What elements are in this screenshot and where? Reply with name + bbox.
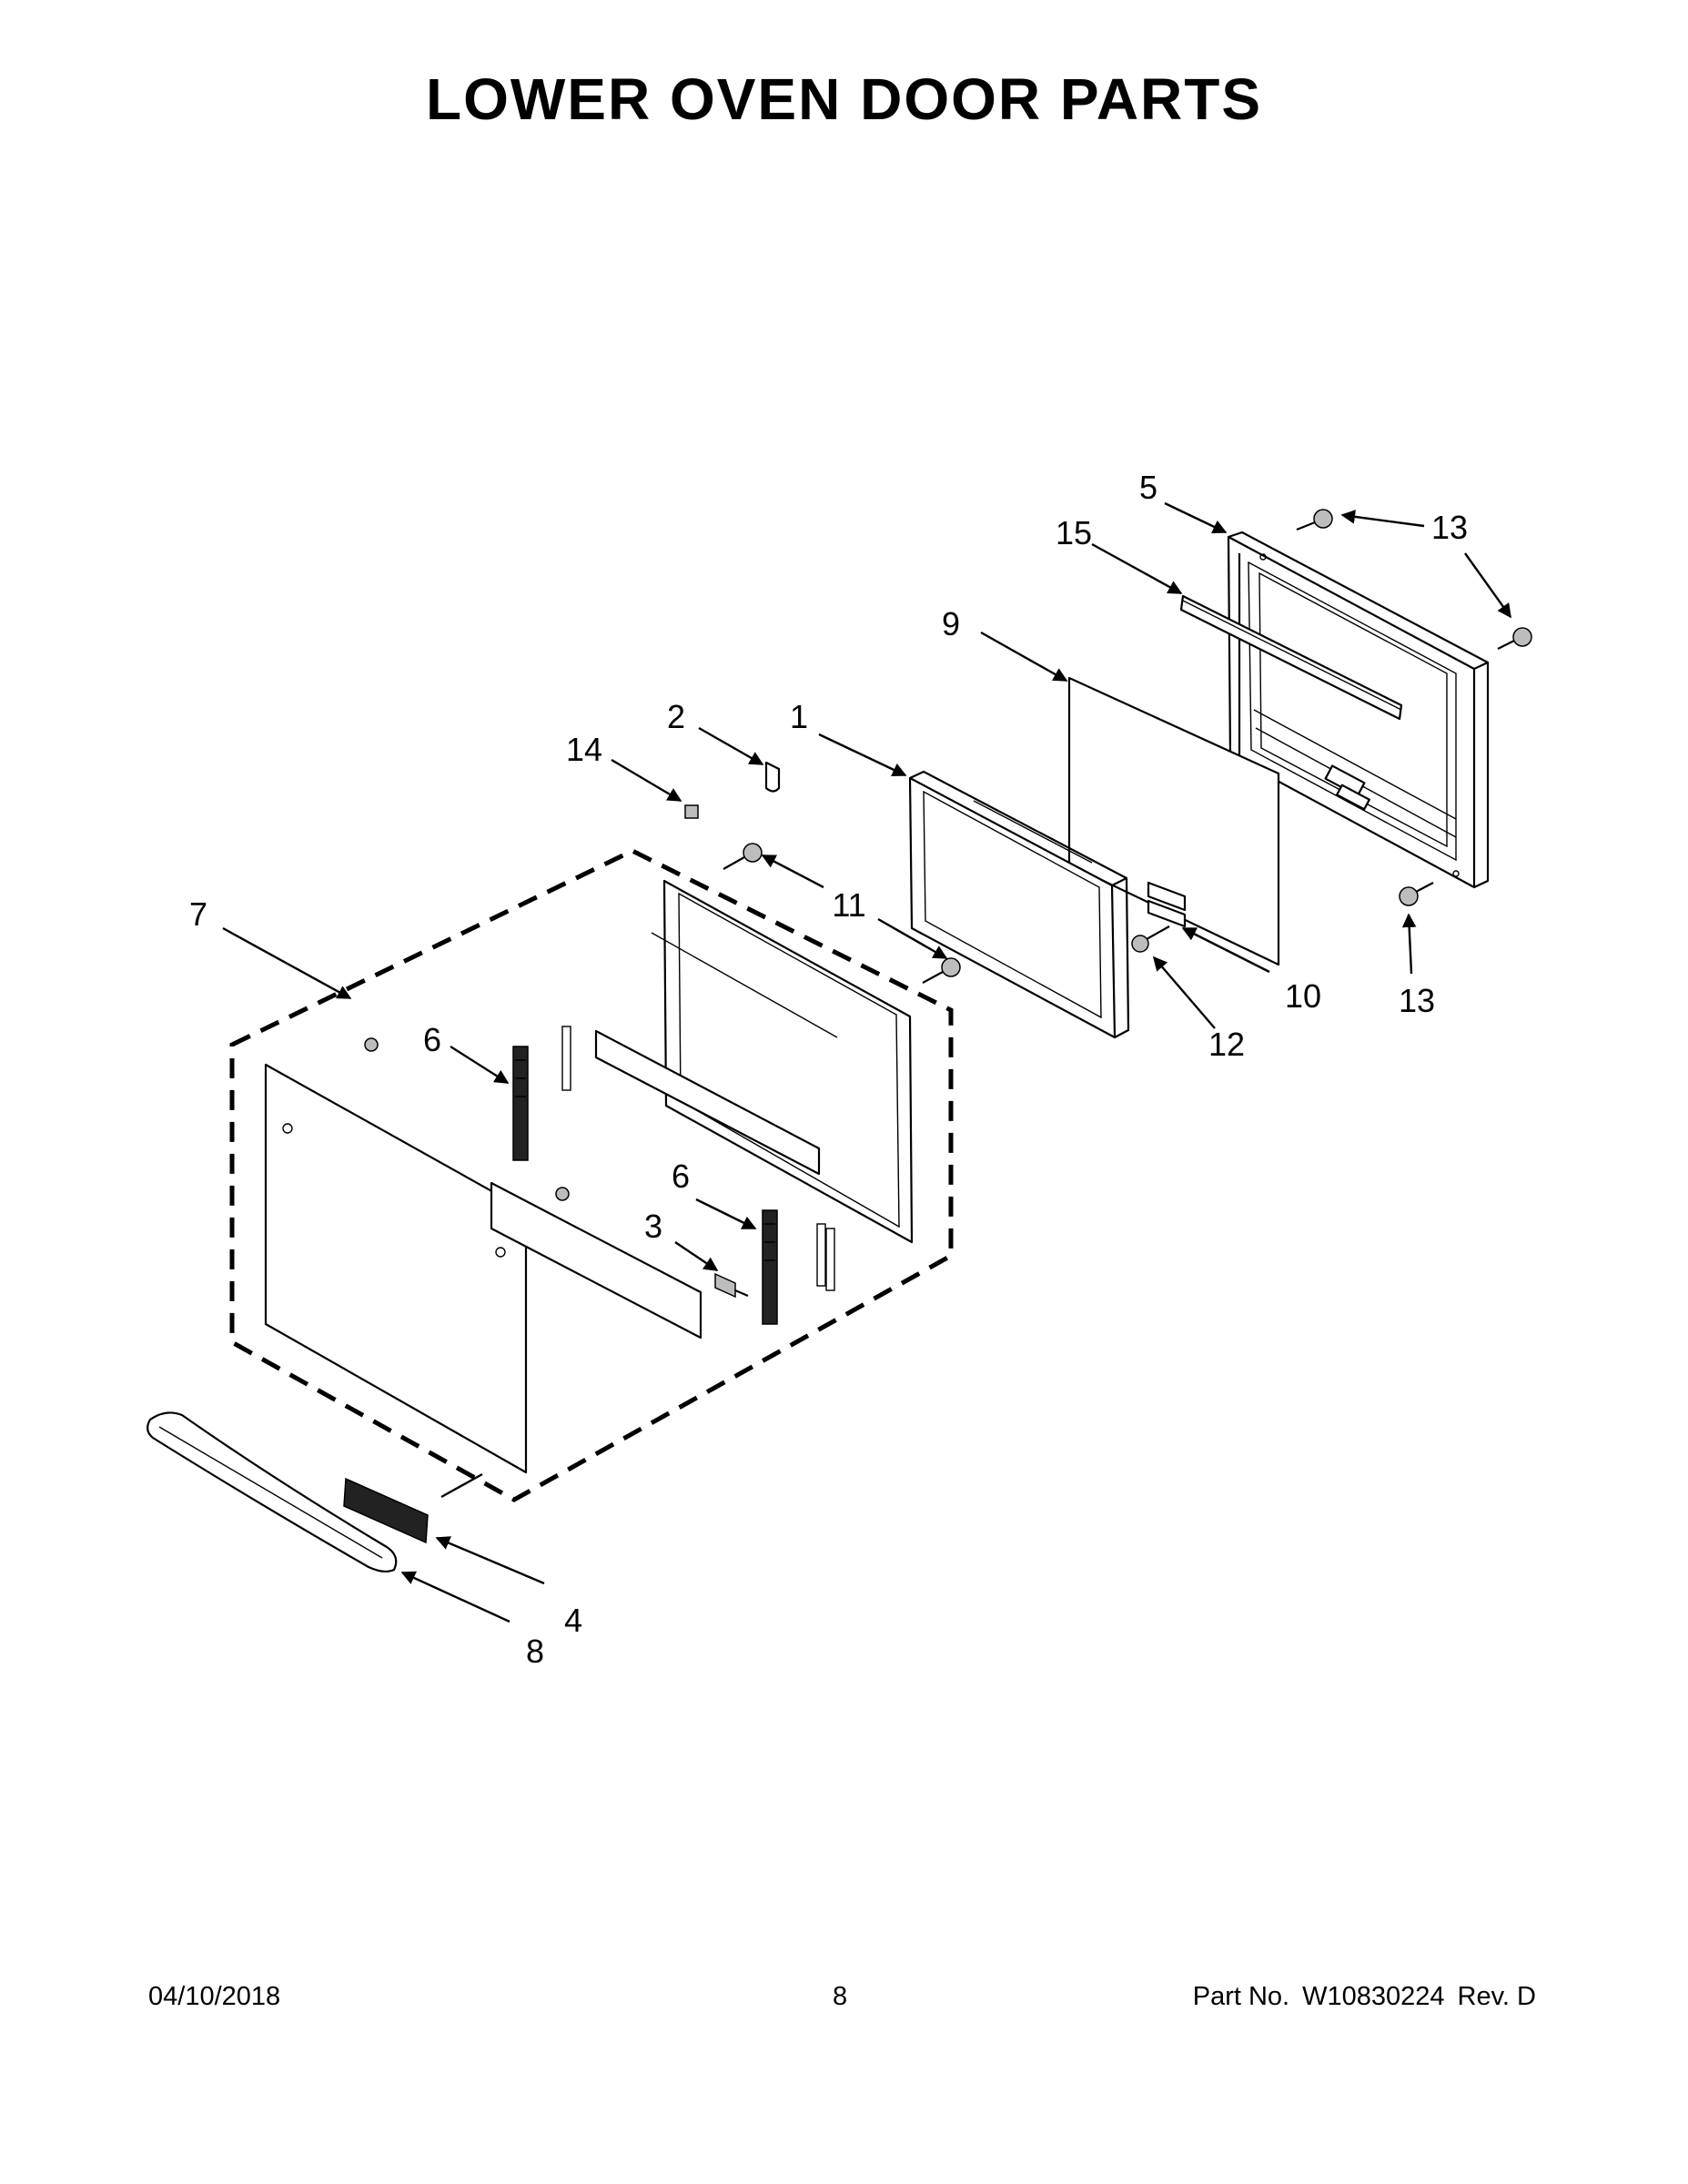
leader-lines (222, 501, 1511, 1623)
callout-6-upper: 6 (423, 1021, 441, 1058)
callout-labels: 5 15 13 9 2 1 14 11 7 10 13 12 6 6 3 4 8 (189, 469, 1468, 1670)
callout-13-top: 13 (1431, 509, 1468, 546)
callout-9: 9 (942, 605, 960, 642)
part-4-badge (343, 1477, 429, 1544)
part-14-clip (684, 804, 699, 819)
callout-14: 14 (566, 731, 602, 768)
footer-page-number: 8 (833, 1982, 848, 2011)
part-8-handle (147, 1411, 398, 1573)
callout-6-lower: 6 (672, 1158, 690, 1195)
part-13-screw-bottom (1399, 882, 1434, 906)
part-number-label: Part No. (1192, 1982, 1290, 2011)
footer-date: 04/10/2018 (148, 1982, 281, 2011)
callout-8: 8 (526, 1633, 544, 1670)
part-11-screw-right (922, 957, 961, 984)
callout-10: 10 (1285, 977, 1321, 1015)
callout-12: 12 (1208, 1026, 1245, 1063)
callout-15: 15 (1056, 514, 1092, 551)
part-9-glass-panel (1067, 676, 1280, 966)
part-15-trim-strip (1179, 594, 1403, 721)
callout-13-bottom: 13 (1399, 982, 1435, 1019)
callout-11: 11 (832, 886, 865, 924)
part-6-hinge-upper (512, 1046, 529, 1161)
revision: Rev. D (1457, 1982, 1536, 2011)
callout-1: 1 (790, 698, 808, 735)
part-2-clip (764, 761, 781, 793)
callout-2: 2 (667, 698, 685, 735)
part-1-inner-door-frame (908, 770, 1130, 1039)
part-10-bracket (1147, 881, 1187, 928)
part-5-rear-door-frame (1227, 531, 1490, 889)
part-11-screw-left (723, 843, 763, 870)
callout-4: 4 (564, 1602, 582, 1639)
callout-7: 7 (189, 895, 207, 933)
part-number-value: W10830224 (1302, 1982, 1445, 2011)
part-12-screw (1131, 925, 1170, 953)
part-13-screw-top (1296, 509, 1333, 531)
page-title: LOWER OVEN DOOR PARTS (425, 66, 1263, 132)
footer-part-number: Part No. W10830224 Rev. D (1193, 1982, 1536, 2012)
callout-5: 5 (1139, 469, 1157, 506)
part-13-screw-right (1497, 627, 1532, 650)
callout-3: 3 (644, 1208, 662, 1245)
part-3-screw (714, 1272, 749, 1299)
part-6-hinge-lower (762, 1209, 778, 1325)
part-7-door-assembly (229, 848, 954, 1502)
